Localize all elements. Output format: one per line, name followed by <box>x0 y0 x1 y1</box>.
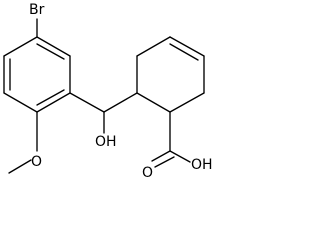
carbonyl-oxygen-label: O <box>142 165 153 181</box>
bond-aromatic-c1-c2 <box>3 36 38 57</box>
bond-carboxyl-double-bond-outer <box>151 150 171 162</box>
bond-carboxyl-double-bond-inner <box>154 156 175 168</box>
bond-aromatic-c4-c5-inner <box>36 89 65 106</box>
bromine-label: Br <box>29 2 45 18</box>
carboxylic-hydroxyl-label: OH <box>191 157 213 173</box>
bond-cyclohexene-c3-c4-inner <box>169 43 199 61</box>
bond-carboxyl-carbon-to-hydroxyl <box>169 150 191 163</box>
bond-cyclohexene-c5-c6 <box>169 92 205 113</box>
bond-aromatic-c4-c5 <box>36 92 71 113</box>
bond-cyclohexene-c6-c1 <box>136 92 171 113</box>
bond-ring-to-carbinol-carbon <box>69 92 105 113</box>
hydroxyl-label: OH <box>95 134 117 150</box>
bond-cyclohexene-c2-c3 <box>136 36 171 57</box>
carboxylic-acid-group <box>151 111 191 168</box>
chemical-structure-diagram: Br OH O OH O <box>3 2 213 181</box>
bond-cyclohexene-c3-c4 <box>169 36 205 57</box>
aromatic-ring <box>3 36 71 113</box>
methoxy-oxygen-label: O <box>31 154 42 170</box>
bond-methoxy-oxygen-to-methyl <box>8 159 32 174</box>
substituent-bonds <box>8 18 138 174</box>
bond-aromatic-c3-c4 <box>3 92 38 113</box>
bond-aromatic-c6-c1 <box>36 36 71 57</box>
cyclohexene-ring <box>136 36 205 113</box>
bond-carbinol-to-cyclohexene <box>103 92 138 113</box>
bond-aromatic-c6-c1-inner <box>36 43 65 60</box>
